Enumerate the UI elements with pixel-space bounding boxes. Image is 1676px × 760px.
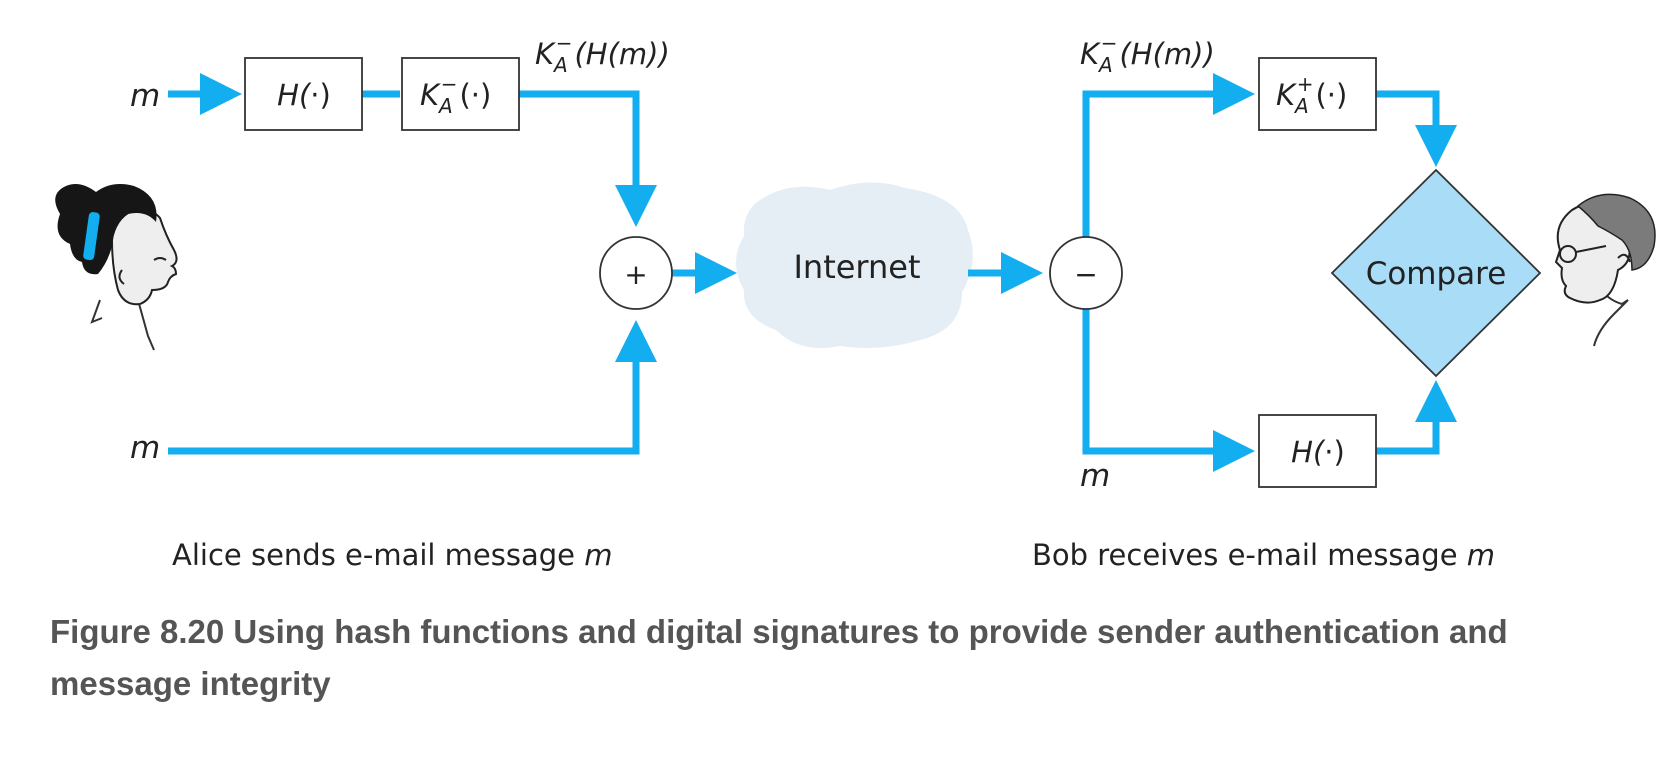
figure-caption: Figure 8.20 Using hash functions and dig… <box>50 613 1508 702</box>
bob-arrows <box>968 73 1457 472</box>
bob-message-m-label: m <box>1080 458 1110 494</box>
arrow-signature-to-plus <box>519 90 657 227</box>
alice-input-m-top: m <box>130 78 160 114</box>
bob-signed-hash-label: KA−(H(m)) <box>1080 31 1215 77</box>
alice-hash-box: H(·) <box>244 57 363 131</box>
arrow-split-to-public-key <box>1082 73 1255 237</box>
digital-signature-diagram: m m H(·) KA−(·) KA−(H(m)) + Internet <box>55 31 1656 572</box>
combine-plus-node: + <box>599 236 673 310</box>
compare-label: Compare <box>1366 256 1507 292</box>
bob-caption: Bob receives e-mail message m <box>1032 538 1495 572</box>
alice-arrows <box>168 73 737 455</box>
alice-input-m-bottom: m <box>130 430 160 466</box>
arrow-split-to-bob-hash <box>1082 309 1255 472</box>
alice-caption: Alice sends e-mail message m <box>172 538 612 572</box>
internet-label: Internet <box>793 248 920 286</box>
compare-diamond: Compare <box>1330 168 1542 378</box>
svg-text:KA+(·): KA+(·) <box>1276 72 1347 118</box>
arrow-m-to-plus <box>168 320 657 455</box>
alice-private-key-box: KA−(·) <box>401 57 520 131</box>
split-minus-node: − <box>1049 236 1123 310</box>
alice-signed-hash-label: KA−(H(m)) <box>535 31 670 77</box>
svg-text:H(·): H(·) <box>1291 435 1345 469</box>
arrow-public-key-to-compare <box>1376 90 1457 167</box>
svg-text:H(·): H(·) <box>277 78 331 112</box>
svg-text:KA−(·): KA−(·) <box>420 72 491 118</box>
man-avatar-icon <box>1554 193 1656 347</box>
bob-public-key-box: KA+(·) <box>1258 57 1377 131</box>
woman-avatar-icon <box>55 184 178 351</box>
arrow-bob-hash-to-compare <box>1376 380 1457 455</box>
svg-text:−: − <box>1074 258 1097 291</box>
internet-cloud: Internet <box>736 182 973 348</box>
svg-text:+: + <box>624 258 647 291</box>
bob-hash-box: H(·) <box>1258 414 1377 488</box>
